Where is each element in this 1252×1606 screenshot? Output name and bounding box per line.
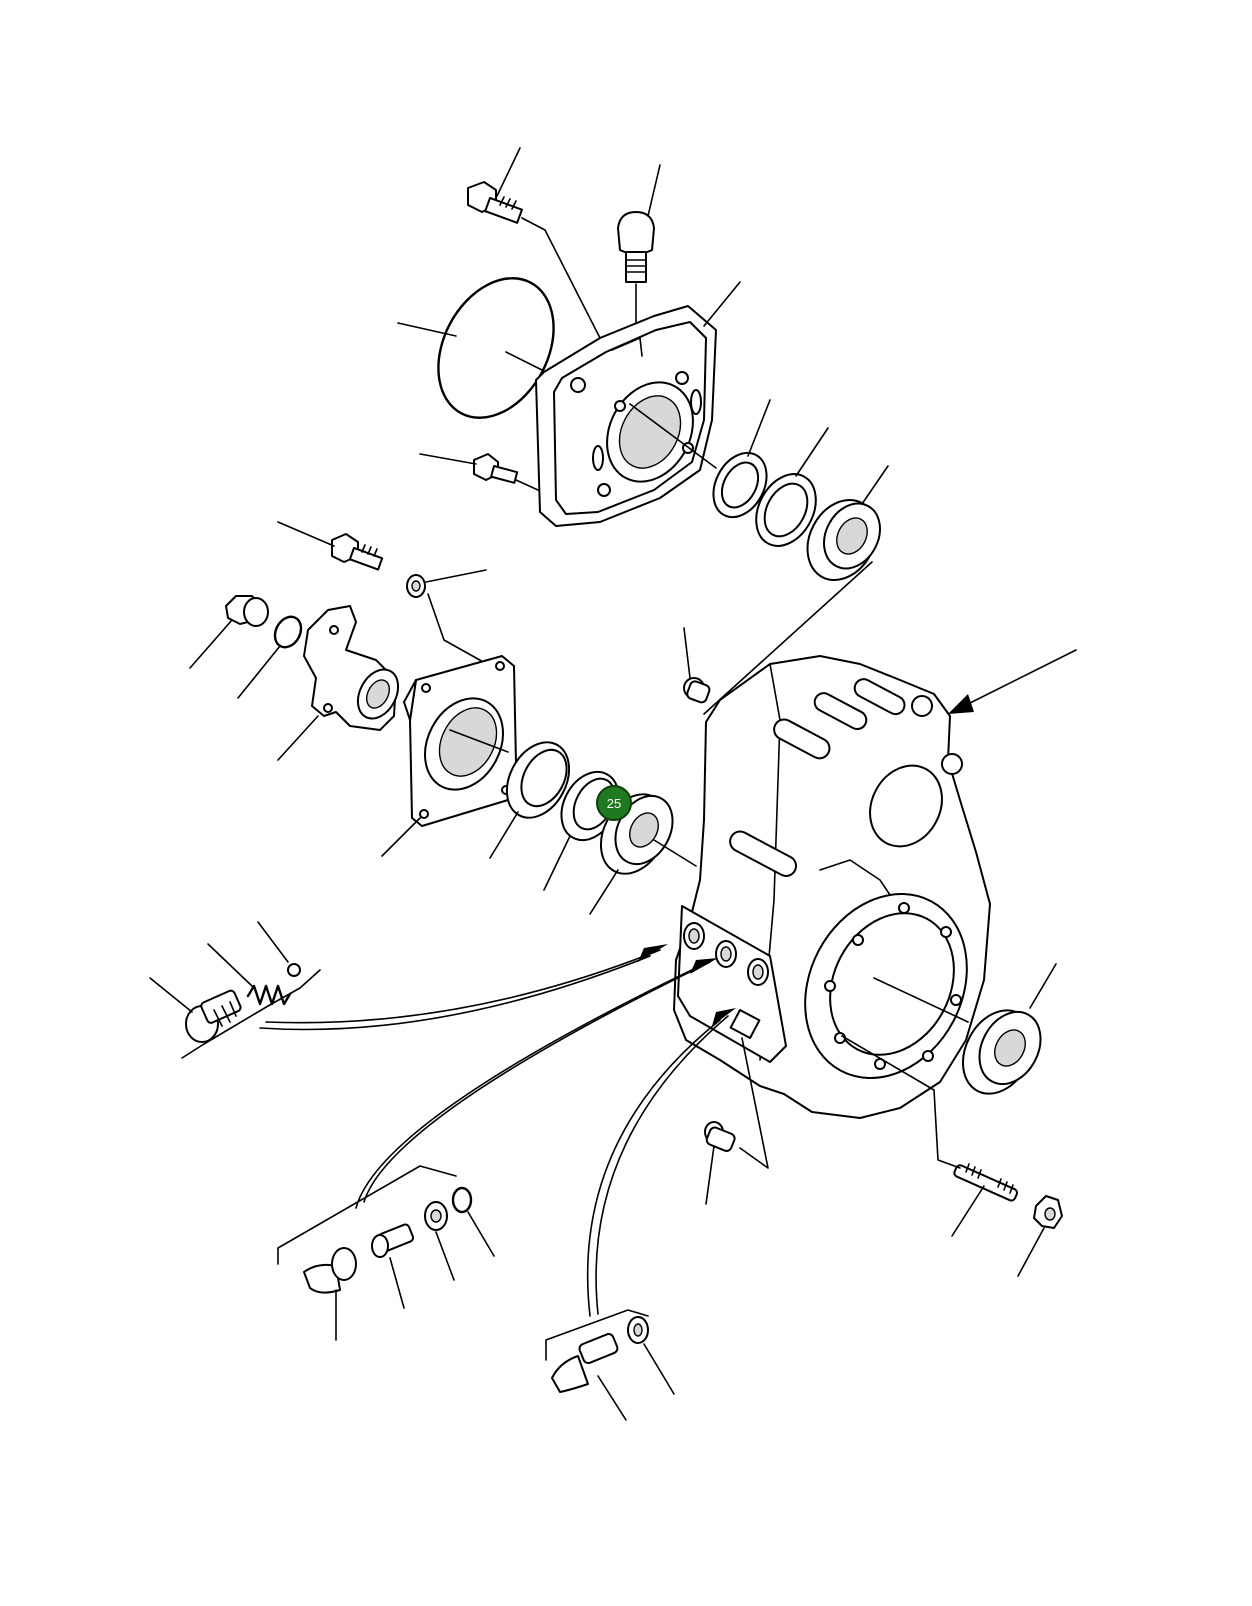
washer-fitting-a[interactable]	[424, 1201, 448, 1231]
plug-bolt[interactable]	[185, 989, 242, 1043]
plug-housing-bottom[interactable]	[704, 1121, 736, 1152]
gear-housing[interactable]	[673, 655, 998, 1119]
bearing-top[interactable]	[794, 488, 891, 592]
seal-lower-1[interactable]	[494, 732, 581, 829]
bearing-right[interactable]	[949, 998, 1052, 1106]
o-ring-fitting-a[interactable]	[451, 1186, 473, 1214]
bolt-cover-small[interactable]	[473, 453, 519, 484]
o-ring-large[interactable]	[415, 258, 576, 438]
shim-1[interactable]	[703, 444, 777, 527]
elbow-fitting-a[interactable]	[303, 1247, 357, 1294]
nut-flange[interactable]	[225, 595, 269, 627]
breather-plug[interactable]	[617, 211, 655, 283]
washer-flange[interactable]	[406, 574, 426, 598]
bolt-flange[interactable]	[331, 533, 384, 571]
plug-housing-left[interactable]	[683, 677, 711, 704]
flange-plate[interactable]	[403, 655, 518, 827]
connector-fitting-a[interactable]	[371, 1223, 415, 1258]
cover-housing[interactable]	[535, 305, 717, 527]
bolt-top[interactable]	[467, 181, 523, 224]
callout-25-label: 25	[607, 796, 621, 811]
callout-25[interactable]: 25	[596, 785, 632, 821]
o-ring-small[interactable]	[270, 612, 306, 652]
washer-fitting-b[interactable]	[627, 1316, 649, 1344]
yoke-flange[interactable]	[303, 605, 406, 731]
shim-2[interactable]	[744, 464, 827, 556]
spring[interactable]	[246, 984, 292, 1006]
ball[interactable]	[287, 963, 301, 977]
nut-stud[interactable]	[1033, 1195, 1063, 1229]
stud[interactable]	[953, 1163, 1019, 1202]
elbow-fitting-b[interactable]	[551, 1333, 619, 1393]
